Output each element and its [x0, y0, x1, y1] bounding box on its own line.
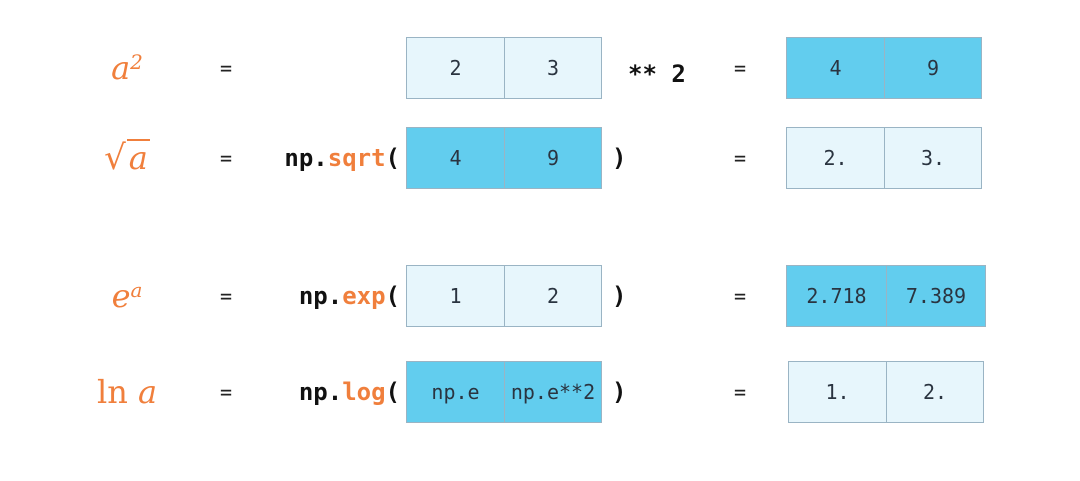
- math-argument: a: [137, 373, 158, 411]
- equals-sign: =: [733, 56, 747, 80]
- math-radicand: a: [126, 139, 150, 178]
- math-exponent: 2: [130, 50, 143, 74]
- math-sqrt-expression: √a: [72, 127, 182, 189]
- equals-sign: =: [219, 56, 233, 80]
- array-cell: 2.718: [787, 266, 886, 326]
- equals-sign: =: [219, 380, 233, 404]
- math-log-expression: ln a: [72, 361, 182, 423]
- array-cell: 4: [787, 38, 884, 98]
- radical-symbol: √: [104, 138, 126, 178]
- code-open-paren: (: [385, 378, 400, 406]
- code-prefix: np.: [284, 144, 328, 172]
- array-cell: 3.: [884, 128, 981, 188]
- code-call: np.sqrt(: [284, 127, 400, 189]
- array-cell: 2: [504, 266, 601, 326]
- output-array: 4 9: [786, 37, 982, 99]
- input-array: 1 2: [406, 265, 602, 327]
- equals-sign: =: [733, 380, 747, 404]
- code-function: exp: [342, 282, 386, 310]
- code-close-paren: ): [612, 282, 627, 310]
- array-cell: 1.: [789, 362, 886, 422]
- code-open-paren: (: [385, 144, 400, 172]
- code-prefix: np.: [298, 378, 343, 406]
- code-prefix: np.: [298, 282, 343, 310]
- math-function-name: ln: [96, 373, 128, 411]
- row-sqrt: √a = np.sqrt( 4 9 ) = 2. 3.: [0, 127, 1080, 189]
- code-call: np.log(: [299, 361, 400, 423]
- code-close-paren: ): [612, 378, 627, 406]
- math-base: a: [111, 49, 131, 87]
- array-cell: 4: [407, 128, 504, 188]
- array-cell: 2.: [787, 128, 884, 188]
- array-cell: np.e**2: [504, 362, 601, 422]
- array-cell: 7.389: [886, 266, 985, 326]
- equals-sign: =: [219, 284, 233, 308]
- code-close-paren: ): [612, 144, 627, 172]
- array-cell: 1: [407, 266, 504, 326]
- array-cell: 9: [884, 38, 981, 98]
- code-function: log: [342, 378, 386, 406]
- math-base: e: [111, 277, 131, 315]
- input-array: 4 9: [406, 127, 602, 189]
- output-array: 2.718 7.389: [786, 265, 986, 327]
- equals-sign: =: [733, 284, 747, 308]
- output-array: 1. 2.: [788, 361, 984, 423]
- equals-sign: =: [733, 146, 747, 170]
- array-cell: 2: [407, 38, 504, 98]
- array-cell: np.e: [407, 362, 504, 422]
- code-call: np.exp(: [299, 265, 400, 327]
- code-function: sqrt: [327, 144, 386, 172]
- input-array: 2 3: [406, 37, 602, 99]
- output-array: 2. 3.: [786, 127, 982, 189]
- array-cell: 3: [504, 38, 601, 98]
- power-operator: ** 2: [628, 60, 686, 88]
- array-cell: 2.: [886, 362, 983, 422]
- code-open-paren: (: [385, 282, 400, 310]
- row-log: ln a = np.log( np.e np.e**2 ) = 1. 2.: [0, 361, 1080, 423]
- array-cell: 9: [504, 128, 601, 188]
- input-array: np.e np.e**2: [406, 361, 602, 423]
- equals-sign: =: [219, 146, 233, 170]
- math-exponent: a: [130, 278, 143, 302]
